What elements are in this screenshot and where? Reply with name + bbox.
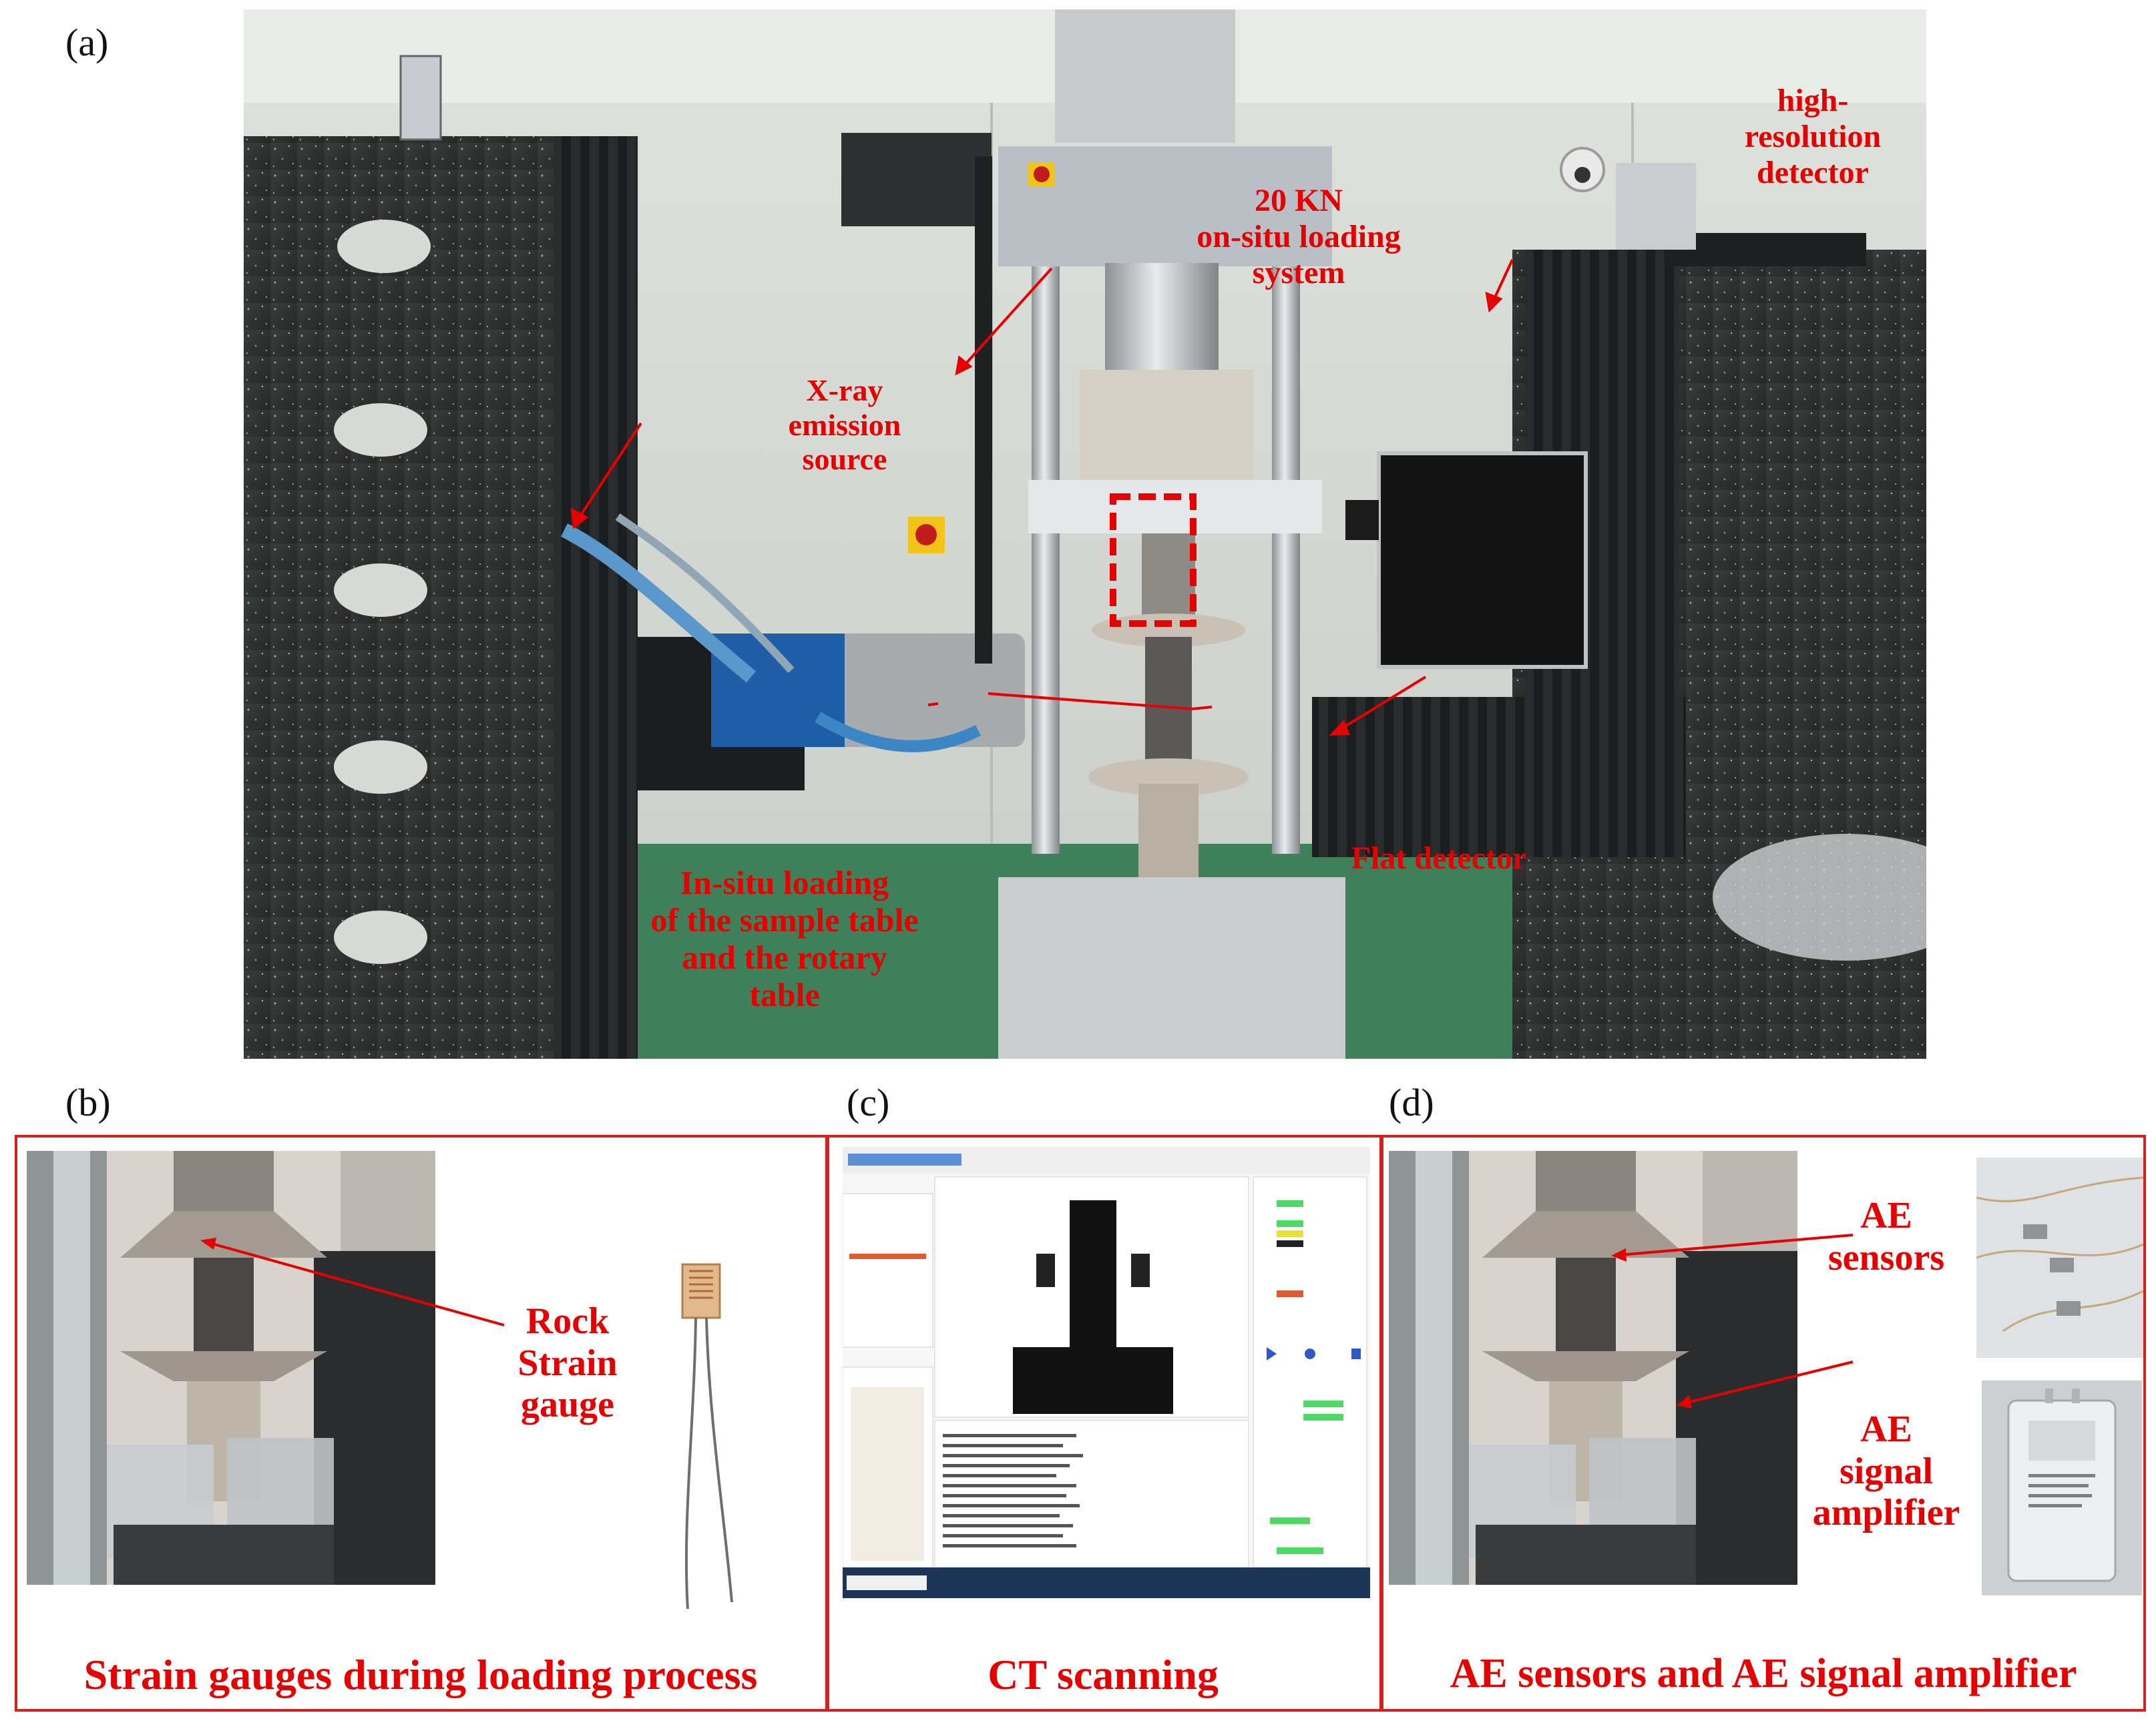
photo-ae-amplifier — [1982, 1381, 2142, 1595]
label-rock-strain-gauge: Rock Strain gauge — [517, 1300, 618, 1426]
ae-arrows — [1611, 1234, 1854, 1409]
panel-d-letter: (d) — [1389, 1081, 1434, 1124]
lab-setup-illustration — [244, 9, 1926, 1059]
label-insitu-loading-table: In-situ loading of the sample table and … — [650, 864, 919, 1013]
label-ae-sensors: AE sensors — [1827, 1195, 1945, 1278]
ct-software-illustration — [843, 1147, 1370, 1598]
label-loading-system: 20 KN on-situ loading system — [1197, 183, 1401, 290]
strain-setup-illustration — [27, 1151, 435, 1585]
screenshot-ct-software — [843, 1147, 1370, 1598]
caption-ae-sensors-amplifier: AE sensors and AE signal amplifier — [1450, 1651, 2077, 1696]
panel-c-letter: (c) — [847, 1081, 890, 1124]
label-ae-signal-amplifier: AE signal amplifier — [1812, 1409, 1960, 1534]
photo-ae-sensor-setup — [1389, 1151, 1797, 1585]
panel-a-letter: (a) — [65, 21, 109, 64]
panel-d-frame — [1381, 1135, 2146, 1712]
label-high-resolution-detector: high- resolution detector — [1744, 83, 1882, 190]
strain-gauge-image — [681, 1263, 733, 1610]
ae-setup-illustration — [1389, 1151, 1797, 1585]
rock-strain-arrow — [200, 1238, 505, 1326]
caption-ct-scanning: CT scanning — [988, 1651, 1219, 1698]
caption-strain-gauges: Strain gauges during loading process — [83, 1651, 758, 1698]
photo-ae-sensors — [1976, 1158, 2143, 1358]
ae-sensors-illustration — [1976, 1158, 2143, 1358]
ae-amplifier-illustration — [1982, 1381, 2142, 1595]
label-xray-emission-source: X-ray emission source — [788, 373, 901, 477]
panel-b-letter: (b) — [65, 1081, 111, 1124]
label-flat-detector: Flat detector — [1351, 840, 1527, 876]
photo-lab-setup: X-ray emission source 20 KN on-situ load… — [244, 9, 1926, 1059]
photo-strain-gauge-setup — [27, 1151, 435, 1585]
